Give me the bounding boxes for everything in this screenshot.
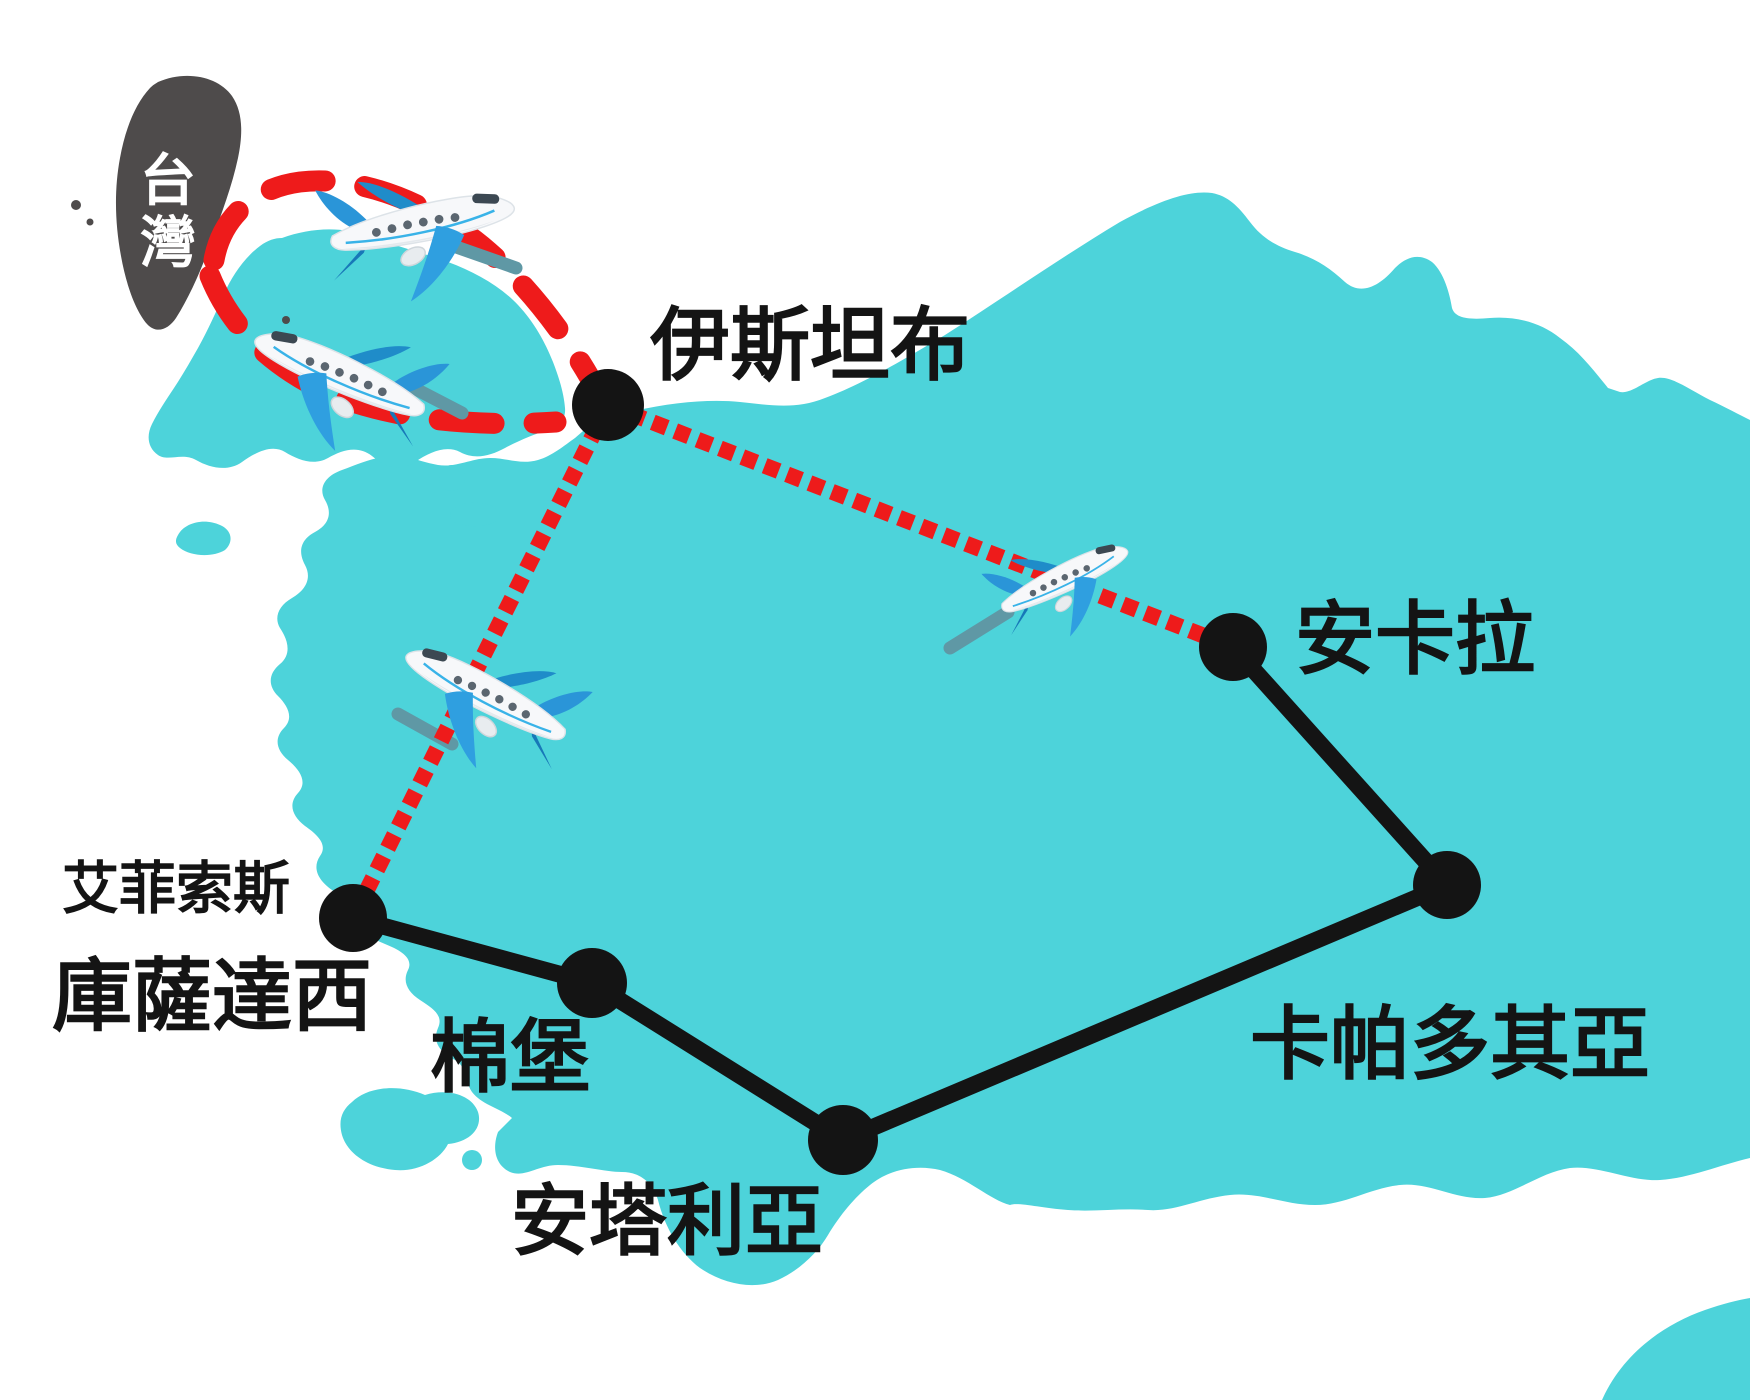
city-dot-pamukkale	[557, 948, 627, 1018]
air-route-istanbul-ankara	[605, 397, 1236, 655]
taiwan-islet	[71, 200, 81, 210]
island-small-north	[439, 465, 465, 491]
taiwan-label-char1: 台	[140, 149, 196, 214]
taiwan-islet	[282, 316, 290, 324]
air-route-loop-bottom	[199, 265, 567, 435]
island-small-south	[450, 502, 500, 527]
city-dot-istanbul	[572, 369, 644, 441]
city-label-cappadocia: 卡帕多其亞	[1250, 998, 1650, 1091]
city-label-ankara: 安卡拉	[1295, 593, 1535, 686]
poi-label-ephesus: 艾菲索斯	[62, 856, 290, 922]
cyprus-corner	[1602, 1298, 1750, 1400]
city-dot-ankara	[1199, 613, 1267, 681]
taiwan-island	[115, 75, 242, 330]
island-southwest	[340, 1088, 480, 1171]
city-label-pamukkale: 棉堡	[430, 1011, 590, 1104]
city-dot-cappadocia	[1413, 851, 1481, 919]
city-label-antalya: 安塔利亞	[511, 1177, 823, 1267]
city-dot-antalya	[808, 1105, 878, 1175]
island-marmara	[175, 521, 231, 556]
island-tiny	[462, 1150, 482, 1170]
city-label-kusadasi: 庫薩達西	[52, 950, 372, 1043]
taiwan-label-char2: 灣	[140, 211, 196, 276]
city-dot-kusadasi	[319, 884, 387, 952]
city-label-istanbul: 伊斯坦布	[649, 299, 970, 392]
taiwan-islet	[86, 218, 94, 226]
